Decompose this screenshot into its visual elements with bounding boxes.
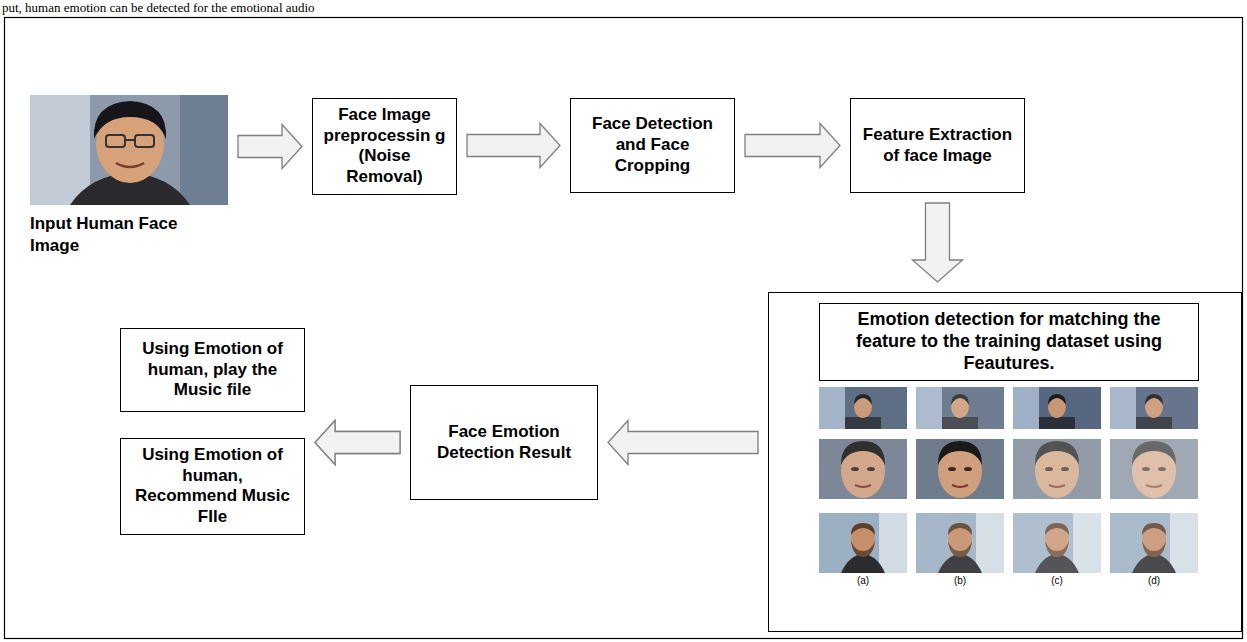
box-text: Face Emotion Detection Result [419,422,589,463]
photo-glasses [106,135,125,147]
sub-label: (a) [819,575,907,586]
face-photo [30,95,228,205]
photo-hair [94,101,166,139]
output-box: Using Emotion of human, play the Music f… [120,328,305,412]
box-text: Using Emotion of human, play the Music f… [129,339,296,401]
photo-background [30,95,228,205]
process-box: Face Detection and Face Cropping [570,98,735,193]
block-arrow [913,203,963,282]
block-arrow [238,125,302,169]
block-arrow [467,124,560,168]
sub-label: (d) [1110,575,1198,586]
process-box: Emotion detection for matching the featu… [819,303,1199,381]
emotion-detection-panel: (a) (b) (c) (d) Emotion detection for matchi… [768,292,1242,632]
sub-label: (c) [1013,575,1101,586]
sub-label: (b) [916,575,1004,586]
input-image: Input Human Face Image [30,95,228,257]
result-box: Face Emotion Detection Result [410,385,598,500]
box-text: Using Emotion of human, Recommend Music … [129,445,296,528]
training-faces [819,387,1199,577]
note-text: put, human emotion can be detected for t… [2,0,315,16]
block-arrow [315,421,400,465]
photo-wall [30,95,90,205]
process-box: Face Image preprocessin g (Noise Removal… [312,98,457,195]
photo-glasses [125,139,135,141]
box-text: Feature Extraction of face Image [859,125,1016,166]
photo-glasses [135,135,154,147]
block-arrow [315,421,400,465]
output-box: Using Emotion of human, Recommend Music … [120,438,305,535]
block-arrow [745,124,840,168]
block-arrow [608,421,758,465]
photo-mouth [116,163,144,167]
image-caption: Input Human Face Image [30,213,190,257]
process-box: Feature Extraction of face Image [850,98,1025,193]
box-text: Emotion detection for matching the featu… [830,309,1188,375]
box-text: Face Image preprocessin g (Noise Removal… [321,105,448,188]
photo-door [180,95,228,205]
box-text: Face Detection and Face Cropping [579,114,726,176]
frame-border [5,18,1243,639]
